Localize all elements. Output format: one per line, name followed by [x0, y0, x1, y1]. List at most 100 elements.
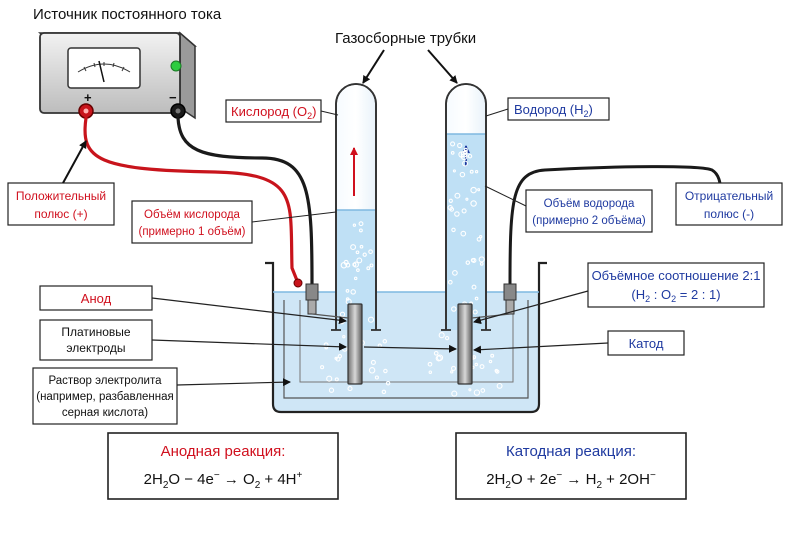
bubble	[467, 153, 473, 159]
red-wire	[83, 116, 300, 285]
bubble	[479, 364, 485, 370]
svg-text:Объёмное соотношение 2:1: Объёмное соотношение 2:1	[592, 268, 761, 283]
bubble	[352, 223, 357, 227]
bubble	[470, 258, 475, 263]
svg-text:(например, разбавленная: (например, разбавленная	[36, 391, 174, 403]
minus-sign: −	[169, 90, 177, 105]
bubble	[428, 370, 433, 374]
bubble	[480, 388, 486, 393]
bubble	[462, 160, 468, 167]
anode-label: Анод	[39, 285, 153, 311]
bubble	[352, 262, 357, 267]
bubble	[347, 386, 353, 392]
bubble	[479, 235, 483, 239]
bubble	[328, 387, 335, 393]
bubble	[496, 382, 503, 389]
oxygen-tube	[331, 83, 381, 331]
bubble	[368, 367, 376, 374]
bubble	[342, 335, 346, 339]
bubble	[355, 250, 360, 255]
bubble	[447, 279, 453, 285]
bubble	[366, 266, 371, 271]
svg-text:Платиновые: Платиновые	[61, 325, 131, 339]
hydrogen-volume-label: Объём водорода (примерно 2 объёма)	[525, 189, 653, 233]
bubble	[369, 263, 374, 268]
cathode-reaction-box: Катодная реакция: 2H2O + 2e− → H2 + 2OH−	[455, 432, 687, 500]
bubble	[438, 332, 445, 339]
bubble	[427, 361, 433, 367]
bubble	[334, 377, 339, 382]
bubble	[444, 335, 450, 341]
anode-reaction-box: Анодная реакция: 2H2O − 4e− → O2 + 4H+	[107, 432, 339, 500]
cathode-equation: 2H2O + 2e− → H2 + 2OH−	[486, 470, 656, 491]
bubble	[450, 151, 455, 155]
bubble	[474, 170, 479, 174]
bubble	[460, 150, 468, 158]
svg-text:Кислород (O2): Кислород (O2)	[231, 104, 316, 121]
bubble	[383, 368, 388, 374]
bubble	[358, 221, 364, 227]
bubble	[460, 230, 467, 237]
power-indicator-light	[170, 60, 182, 72]
bubble	[458, 151, 465, 158]
bubble	[478, 256, 485, 263]
bubble	[367, 316, 375, 323]
bubble	[472, 309, 478, 315]
svg-text:Положительный: Положительный	[16, 189, 106, 203]
bubble	[345, 289, 350, 293]
bubble	[473, 389, 481, 396]
bubble	[359, 244, 364, 249]
svg-text:Отрицательный: Отрицательный	[685, 189, 773, 203]
oxygen-volume-label: Объём кислорода (примерно 1 объём)	[131, 200, 253, 244]
bubble	[470, 200, 477, 207]
bubble	[382, 339, 388, 344]
bubble	[326, 375, 333, 382]
svg-text:электроды: электроды	[66, 341, 125, 355]
bubble	[452, 169, 456, 173]
bubble	[433, 350, 439, 356]
anode-equation: 2H2O − 4e− → O2 + 4H+	[144, 470, 303, 491]
power-source-box: + −	[37, 31, 198, 120]
bubble	[477, 188, 481, 192]
bubble	[368, 249, 373, 255]
bubble	[454, 211, 460, 217]
negative-pole-label: Отрицательный полюс (-)	[675, 182, 783, 226]
bubble	[353, 276, 358, 281]
svg-text:Объём кислорода: Объём кислорода	[144, 209, 241, 221]
bubble	[358, 228, 363, 233]
black-wire-cathode	[508, 165, 724, 287]
bubble	[471, 284, 477, 290]
bubble	[350, 244, 357, 251]
bubble	[465, 260, 471, 265]
bubble	[451, 390, 458, 397]
black-wire-anode	[176, 116, 314, 287]
bubble	[474, 362, 479, 367]
bubble	[476, 236, 482, 242]
svg-text:Объём водорода: Объём водорода	[544, 198, 635, 210]
bubble	[320, 365, 325, 370]
bubble	[465, 197, 469, 201]
bubble	[370, 359, 376, 365]
volume-ratio-label: Объёмное соотношение 2:1 (H2 : O2 = 2 : …	[587, 262, 765, 308]
bubble	[450, 370, 454, 374]
bubble	[454, 192, 461, 199]
svg-text:Водород (H2): Водород (H2)	[514, 102, 593, 119]
voltmeter-needle	[98, 60, 105, 83]
bubble	[343, 259, 349, 265]
bubble	[334, 356, 338, 361]
bubble	[381, 389, 387, 395]
oxygen-label: Кислород (O2)	[225, 99, 322, 123]
svg-text:полюс (-): полюс (-)	[704, 207, 754, 221]
svg-text:(примерно 2 объёма): (примерно 2 объёма)	[532, 215, 646, 227]
bubble	[490, 353, 495, 358]
svg-text:серная кислота): серная кислота)	[62, 407, 148, 419]
svg-text:Анод: Анод	[81, 291, 112, 306]
bubble	[474, 296, 479, 301]
gas-tubes-title: Газосборные трубки	[335, 30, 476, 47]
svg-text:Анодная реакция:: Анодная реакция:	[161, 443, 286, 460]
bubble	[469, 169, 474, 174]
hydrogen-label: Водород (H2)	[507, 97, 610, 121]
svg-text:Катод: Катод	[629, 336, 664, 351]
bubble	[448, 198, 453, 203]
bubble	[385, 380, 391, 386]
